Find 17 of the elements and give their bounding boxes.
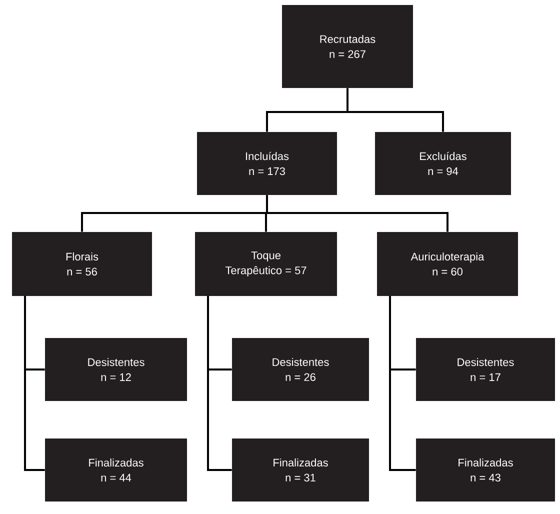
- process-box: Excluídas n = 94: [375, 132, 511, 195]
- connector-line: [346, 88, 444, 132]
- process-box: Finalizadas n = 43: [416, 438, 555, 502]
- process-box: Recrutadas n = 267: [282, 5, 413, 88]
- connector-line: [207, 296, 232, 471]
- process-box: Desistentes n = 12: [45, 338, 187, 401]
- process-box: Toque Terapêutico = 57: [195, 232, 337, 296]
- connector-line: [24, 296, 45, 471]
- process-box: Finalizadas n = 44: [45, 438, 187, 502]
- process-box: Finalizadas n = 31: [232, 438, 369, 502]
- connector-line: [266, 195, 448, 232]
- process-box: Florais n = 56: [12, 232, 152, 296]
- process-box: Incluídas n = 173: [197, 132, 337, 195]
- process-box: Desistentes n = 17: [416, 338, 555, 401]
- process-box: Desistentes n = 26: [232, 338, 369, 401]
- process-box: Auriculoterapia n = 60: [377, 232, 518, 296]
- connector-line: [389, 296, 416, 471]
